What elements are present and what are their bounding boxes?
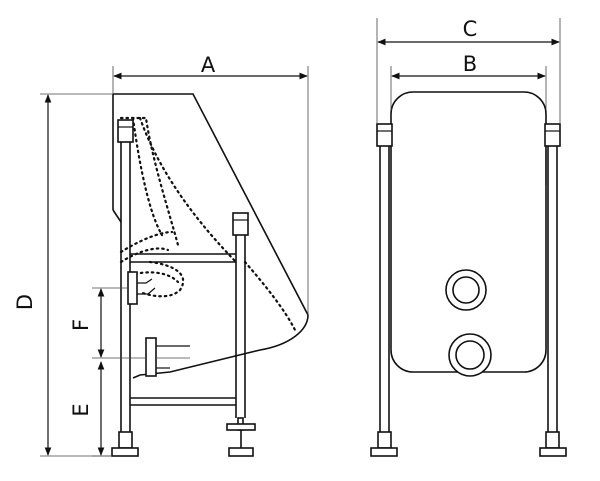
label-a: A — [201, 53, 216, 77]
front-post — [226, 212, 256, 457]
dimension-a: A — [112, 53, 309, 315]
front-view: C B — [370, 17, 567, 457]
upper-flange — [127, 271, 156, 305]
side-view: A D F E — [13, 53, 309, 457]
dimension-d: D — [13, 93, 113, 457]
label-e: E — [69, 403, 93, 416]
lower-flange — [145, 337, 190, 377]
dimension-c: C — [376, 17, 561, 124]
cross-bars — [130, 253, 236, 406]
dimension-f: F — [69, 287, 146, 359]
dimension-b: B — [390, 52, 547, 110]
label-d: D — [13, 294, 37, 310]
lower-nozzle — [448, 333, 492, 377]
label-f: F — [69, 319, 93, 331]
label-c: C — [463, 17, 478, 41]
right-leg — [539, 123, 567, 457]
label-b: B — [463, 52, 477, 76]
upper-nozzle — [445, 269, 487, 311]
hidden-lines — [119, 116, 297, 332]
tank-body — [113, 93, 309, 379]
left-leg — [370, 123, 398, 457]
dimension-e: E — [69, 361, 112, 457]
tank-front — [390, 91, 547, 373]
